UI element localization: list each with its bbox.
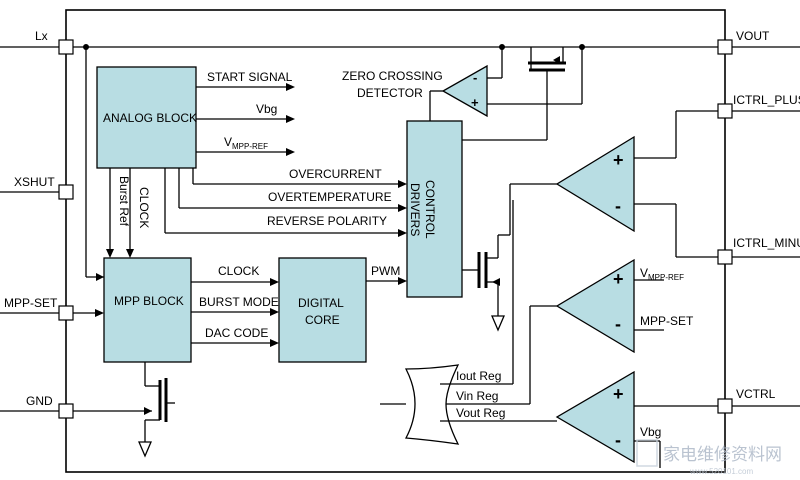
zero-crossing-comparator xyxy=(441,64,488,118)
pin-label-vout: VOUT xyxy=(736,29,770,43)
overcurrent-label: OVERCURRENT xyxy=(289,167,382,181)
vin-reg-label: Vin Reg xyxy=(456,389,498,403)
amp1-minus-sign: - xyxy=(615,196,621,216)
control-drivers-label-2: DRIVERS xyxy=(408,183,422,236)
reverse-polarity-label: REVERSE POLARITY xyxy=(267,214,387,228)
chip-outline xyxy=(65,9,726,473)
zero-crossing-label-1: ZERO CROSSING xyxy=(342,69,443,83)
amp3-plus-sign: + xyxy=(613,384,624,404)
amp1-plus-sign: + xyxy=(613,150,624,170)
ictrl-amplifier xyxy=(555,135,635,233)
pin-vctrl xyxy=(717,398,733,414)
control-drivers-block xyxy=(406,120,463,298)
overtemperature-label: OVERTEMPERATURE xyxy=(268,190,392,204)
pin-ictrl-plus xyxy=(717,103,733,119)
pin-label-mpp-set: MPP-SET xyxy=(4,296,58,310)
burst-ref-label: Burst Ref xyxy=(117,176,131,227)
pin-label-vctrl: VCTRL xyxy=(736,387,776,401)
watermark-url: www.520101.com xyxy=(689,467,753,476)
dac-code-label: DAC CODE xyxy=(205,326,268,340)
vout-reg-label: Vout Reg xyxy=(456,406,505,420)
pwm-label: PWM xyxy=(371,264,400,278)
amp2-plus-sign: + xyxy=(613,269,624,289)
vbg-label: Vbg xyxy=(256,102,277,116)
clock-label: CLOCK xyxy=(218,264,259,278)
clock-vertical-label: CLOCK xyxy=(137,187,151,228)
watermark-text: 家电维修资料网 xyxy=(663,445,782,464)
zc-minus-sign: - xyxy=(473,70,477,85)
or-gate xyxy=(404,364,460,445)
pin-ictrl-minus xyxy=(717,249,733,265)
amp2-vref-label: VMPP-REF xyxy=(640,266,684,282)
zc-plus-sign: + xyxy=(471,95,479,110)
control-drivers-label-1: CONTROL xyxy=(423,180,437,239)
pin-label-gnd: GND xyxy=(26,394,53,408)
amp3-vbg-label: Vbg xyxy=(640,425,661,439)
mpp-block-label: MPP BLOCK xyxy=(114,294,184,308)
digital-core-label-1: DIGITAL xyxy=(298,296,344,310)
pin-gnd xyxy=(58,403,74,419)
amp2-minus-sign: - xyxy=(615,314,621,334)
vctrl-amplifier xyxy=(555,370,635,464)
pin-mpp-set xyxy=(58,305,74,321)
pin-label-xshut: XSHUT xyxy=(14,175,55,189)
mpp-block xyxy=(103,257,192,363)
analog-block xyxy=(96,66,197,169)
pin-lx xyxy=(58,39,74,55)
pin-label-ictrl-minus: ICTRL_MINUS xyxy=(733,236,800,250)
amp3-minus-sign: - xyxy=(615,430,621,450)
iout-reg-label: Iout Reg xyxy=(456,369,501,383)
analog-block-label: ANALOG BLOCK xyxy=(103,111,197,125)
mpp-amplifier xyxy=(555,258,635,354)
pin-vout xyxy=(717,39,733,55)
pin-xshut xyxy=(58,184,74,200)
amp2-mpp-set-label: MPP-SET xyxy=(640,314,694,328)
digital-core-block xyxy=(278,257,367,363)
vmpp-ref-label: VMPP-REF xyxy=(224,135,268,151)
watermark: 家电维修资料网 www.520101.com xyxy=(636,439,782,476)
zero-crossing-label-2: DETECTOR xyxy=(357,86,423,100)
burst-mode-label: BURST MODE xyxy=(199,295,279,309)
pin-label-ictrl-plus: ICTRL_PLUS xyxy=(733,93,800,107)
digital-core-label-2: CORE xyxy=(305,313,340,327)
pin-label-lx: Lx xyxy=(35,29,48,43)
start-signal-label: START SIGNAL xyxy=(207,70,293,84)
